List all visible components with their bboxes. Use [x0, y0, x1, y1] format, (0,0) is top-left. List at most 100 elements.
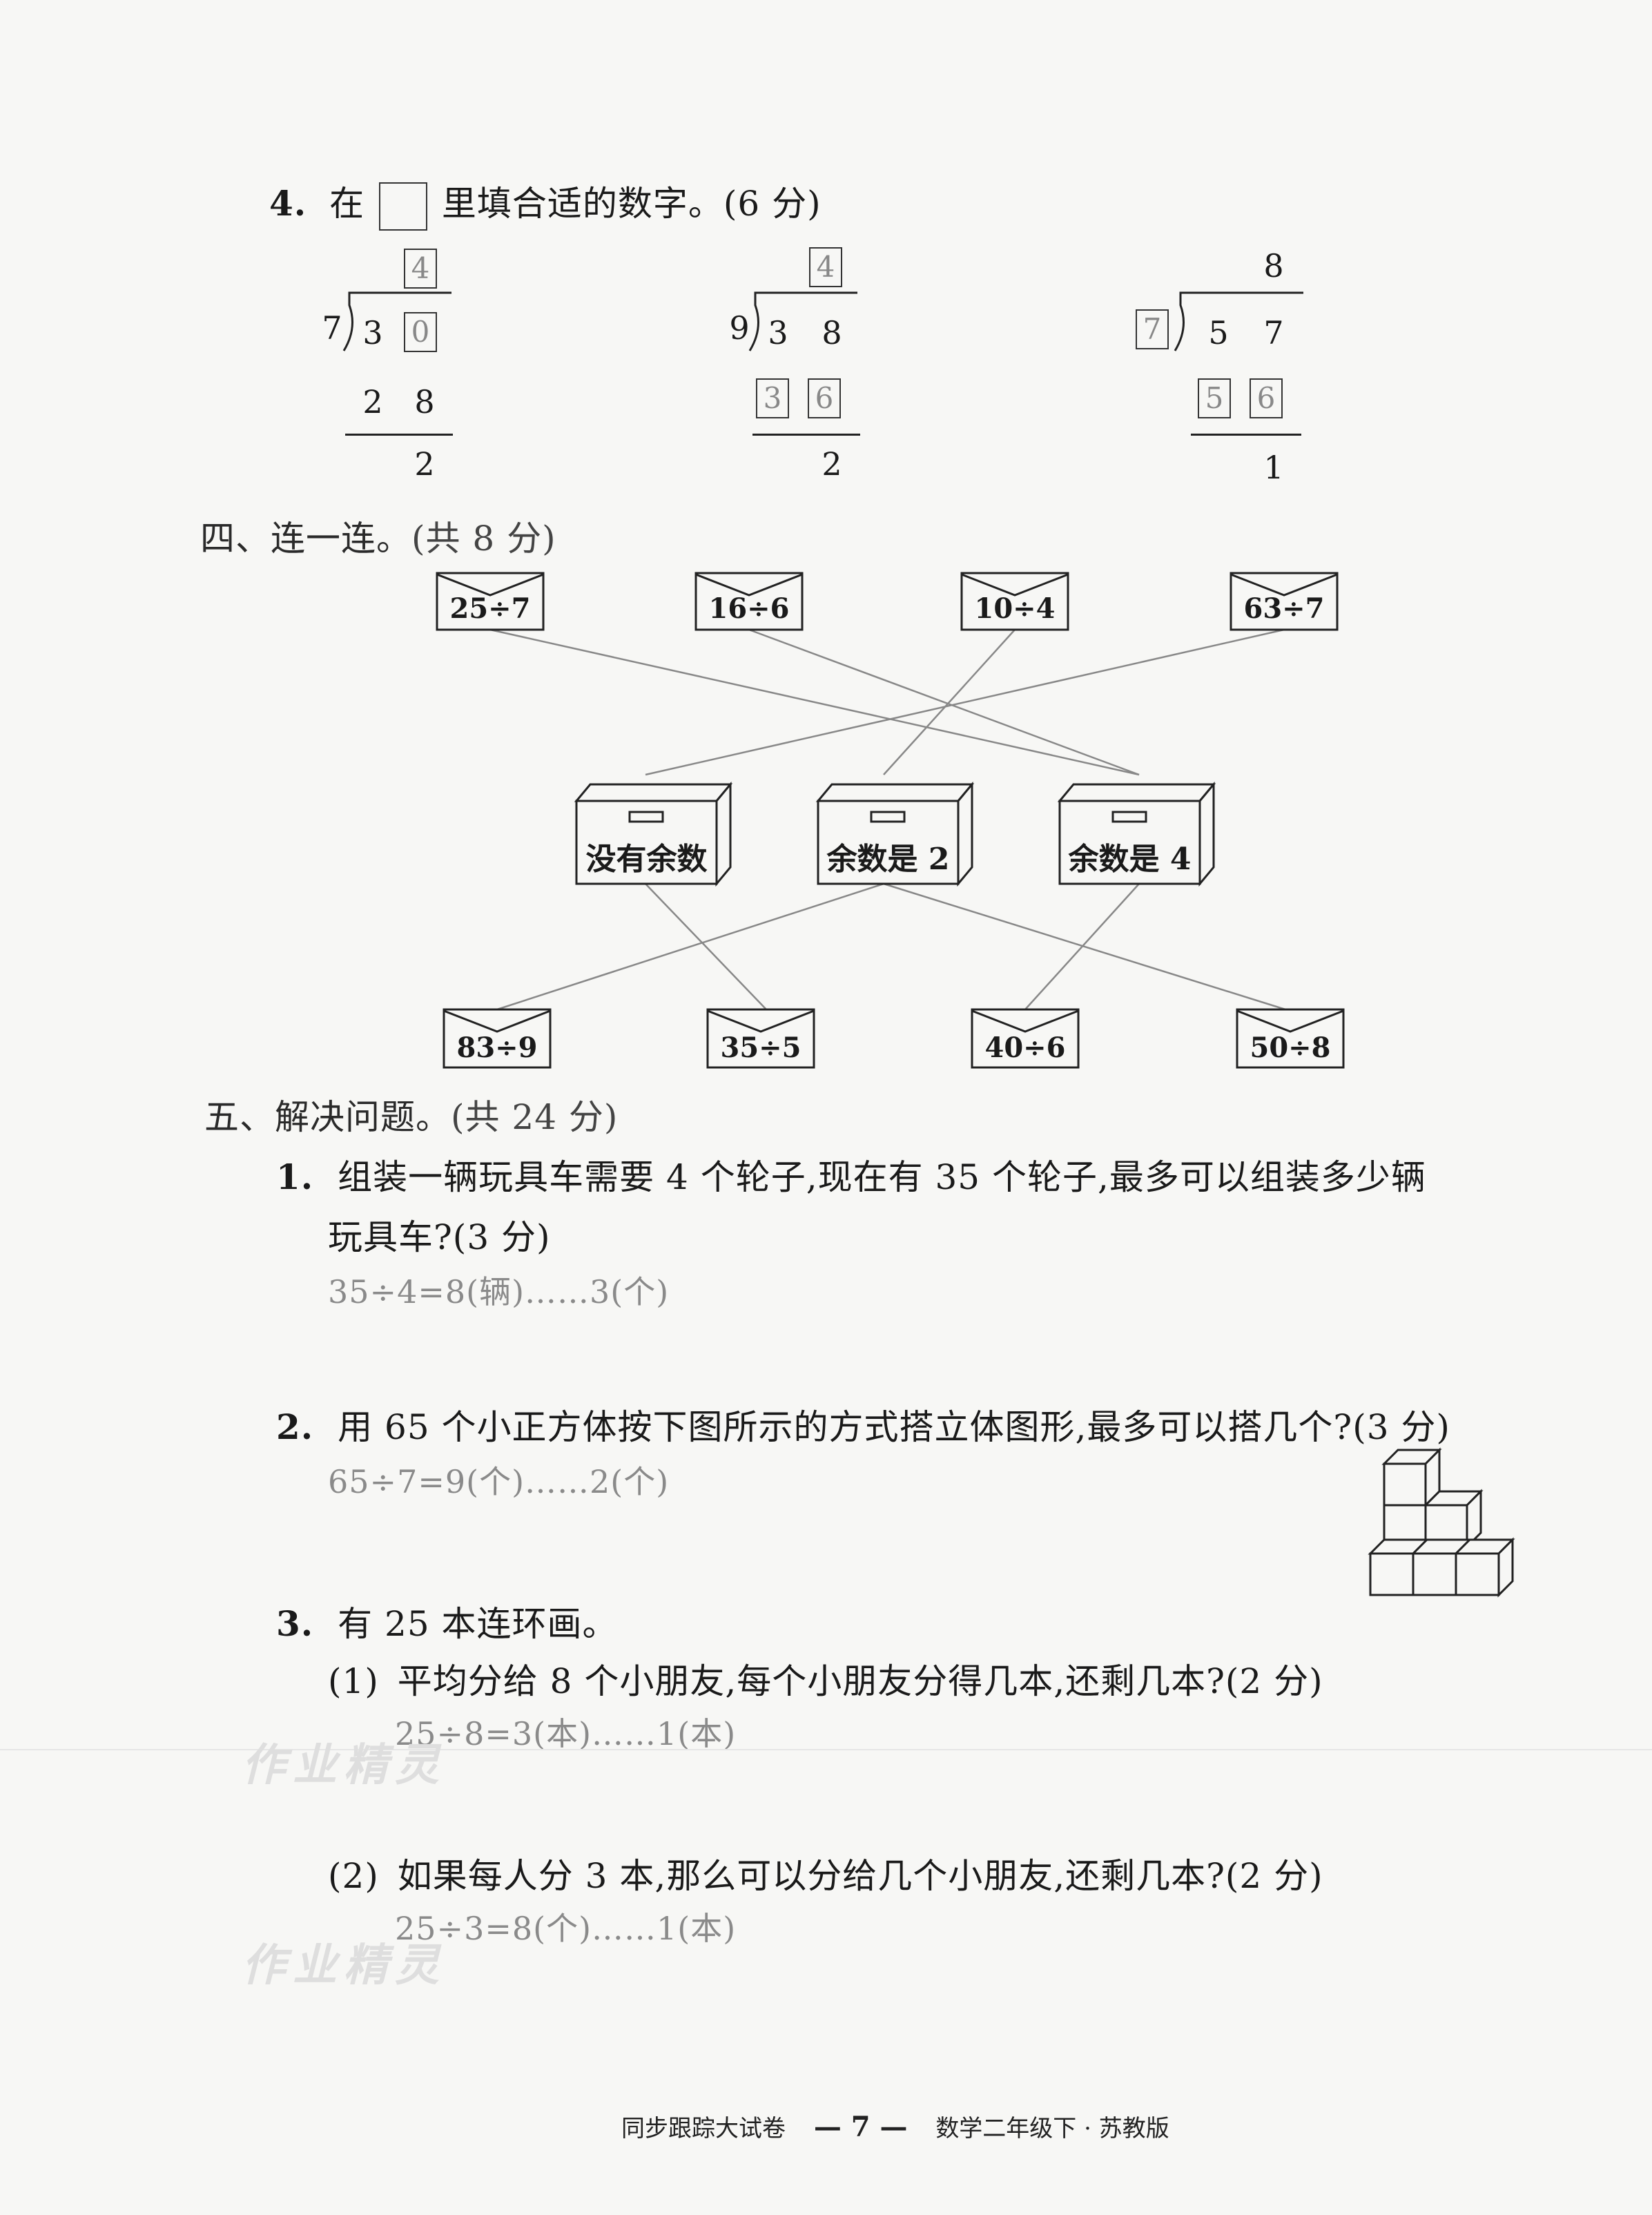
q4-suffix: 里填合适的数字。(6 分) [441, 184, 822, 224]
footer-left: 同步跟踪大试卷 [621, 2115, 786, 2143]
problem-1-text-1: 组装一辆玩具车需要 4 个轮子,现在有 35 个轮子,最多可以组装多少辆 [338, 1157, 1426, 1197]
div3-remainder: 1 [1263, 449, 1284, 486]
div2-divisor: 9 [729, 309, 750, 347]
problem-1-text-2: 玩具车?(3 分) [328, 1217, 551, 1257]
watermark: 作业精灵 [242, 1739, 446, 1791]
div1-dividend-digit: 3 [362, 314, 383, 351]
div1-rule [345, 434, 453, 436]
div3-rule [1191, 434, 1301, 436]
div2-product-box-1[interactable]: 3 [756, 378, 789, 418]
div3-dividend-2: 7 [1263, 314, 1284, 351]
envelope-bottom [971, 1008, 1080, 1069]
problem-3-sub-1: (1) 平均分给 8 个小朋友,每个小朋友分得几本,还剩几本?(2 分) [328, 1654, 1323, 1703]
problem-2-answer: 65÷7=9(个)……2(个) [328, 1463, 670, 1500]
problem-3-text: 有 25 本连环画。 [338, 1604, 618, 1644]
match-line [645, 883, 767, 1010]
q4-prefix: 在 [329, 184, 365, 224]
section-5-title: 五、解决问题。 [204, 1097, 451, 1137]
envelope-flap [961, 573, 1069, 597]
envelope-top-label: 25÷7 [449, 592, 531, 625]
envelope-top [436, 572, 545, 631]
envelope-flap [971, 1009, 1079, 1033]
problem-3-sub-1-answer: 25÷8=3(本)……1(本) [395, 1715, 737, 1752]
cube [1381, 1447, 1442, 1508]
div3-dividend-1: 5 [1208, 314, 1229, 351]
envelope-bottom-label: 83÷9 [456, 1032, 538, 1064]
cube [1368, 1538, 1430, 1596]
envelope-flap [436, 573, 544, 597]
q4-number: 4. [269, 183, 307, 224]
problem-1-number: 1. [276, 1157, 314, 1197]
box-label-remainder-4: 余数是 4 [1068, 842, 1192, 877]
div3-quotient: 8 [1263, 247, 1284, 284]
page-footer: 同步跟踪大试卷 — 7 — 数学二年级下 · 苏教版 [621, 2109, 1169, 2143]
envelope-bottom-label: 50÷8 [1250, 1032, 1331, 1064]
div1-remainder: 2 [414, 445, 435, 483]
div1-dividend-box[interactable]: 0 [404, 312, 437, 352]
envelope-flap [443, 1009, 551, 1033]
match-line [645, 628, 1285, 776]
problem-3-sub-1-text: 平均分给 8 个小朋友,每个小朋友分得几本,还剩几本?(2 分) [397, 1661, 1323, 1701]
envelope-top-label: 16÷6 [708, 592, 790, 625]
envelope-top-label: 10÷4 [974, 592, 1056, 625]
problem-1-answer: 35÷4=8(辆)……3(个) [328, 1273, 670, 1310]
div2-dividend-1: 3 [768, 314, 788, 351]
match-line [883, 629, 1016, 775]
div2-rule [752, 434, 860, 436]
problem-3-line: 3. 有 25 本连环画。 [276, 1596, 618, 1646]
cube [1410, 1538, 1473, 1596]
cube [1423, 1489, 1484, 1549]
envelope-bottom-label: 35÷5 [720, 1032, 801, 1064]
div3-divisor-box[interactable]: 7 [1136, 309, 1169, 349]
div3-product-box-1[interactable]: 5 [1198, 378, 1231, 418]
div3-product-box-2[interactable]: 6 [1250, 378, 1283, 418]
box-shape [1057, 781, 1216, 887]
section-4-score: (共 8 分) [411, 519, 556, 559]
envelope-top [960, 572, 1069, 631]
envelope-flap [695, 573, 803, 597]
envelope-flap [1236, 1009, 1344, 1033]
problem-2-text: 用 65 个小正方体按下图所示的方式搭立体图形,最多可以搭几个?(3 分) [338, 1407, 1450, 1447]
envelope-top [694, 572, 804, 631]
problem-2-number: 2. [276, 1406, 314, 1447]
div1-bracket [342, 291, 451, 351]
fold-line [0, 1749, 1652, 1750]
div2-product-box-2[interactable]: 6 [808, 378, 841, 418]
footer-page-number: — 7 — [813, 2111, 908, 2143]
div1-product-2: 8 [414, 383, 435, 420]
match-line [748, 628, 1140, 776]
matching-lines [489, 628, 1286, 1011]
section-5-score: (共 24 分) [451, 1097, 619, 1137]
div2-bracket [748, 291, 857, 351]
section-4-title: 四、连一连。 [200, 519, 411, 559]
envelope-bottom [443, 1008, 552, 1069]
div2-remainder: 2 [822, 445, 842, 483]
envelope-top [1230, 572, 1339, 631]
envelope-bottom [1236, 1008, 1345, 1069]
div1-product-1: 2 [362, 383, 383, 420]
box-label-no-remainder: 没有余数 [585, 842, 708, 877]
match-line [1024, 883, 1140, 1010]
box-shape [574, 781, 733, 887]
div3-bracket [1174, 291, 1303, 351]
problem-3-sub-1-label: (1) [328, 1661, 379, 1701]
div1-divisor: 7 [322, 309, 342, 347]
div2-dividend-2: 8 [822, 314, 842, 351]
box-shape [815, 781, 975, 887]
problem-3-sub-2-text: 如果每人分 3 本,那么可以分给几个小朋友,还剩几本?(2 分) [397, 1856, 1323, 1896]
envelope-flap [707, 1009, 815, 1033]
div1-quotient-box[interactable]: 4 [404, 249, 437, 289]
problem-3-sub-2-label: (2) [328, 1856, 379, 1896]
envelope-bottom [706, 1008, 815, 1069]
envelope-flap [1230, 573, 1338, 597]
q4-sample-box [379, 182, 428, 231]
cube [1453, 1537, 1515, 1598]
problem-2-line: 2. 用 65 个小正方体按下图所示的方式搭立体图形,最多可以搭几个?(3 分) [276, 1400, 1450, 1449]
problem-3-sub-2: (2) 如果每人分 3 本,那么可以分给几个小朋友,还剩几本?(2 分) [328, 1848, 1323, 1898]
q4-prompt: 4. 在 里填合适的数字。(6 分) [269, 176, 822, 231]
envelope-bottom-label: 40÷6 [984, 1032, 1066, 1064]
cube-stack-figure [1368, 1447, 1515, 1598]
box-label-remainder-2: 余数是 2 [826, 842, 950, 877]
div2-quotient-box[interactable]: 4 [809, 247, 842, 287]
